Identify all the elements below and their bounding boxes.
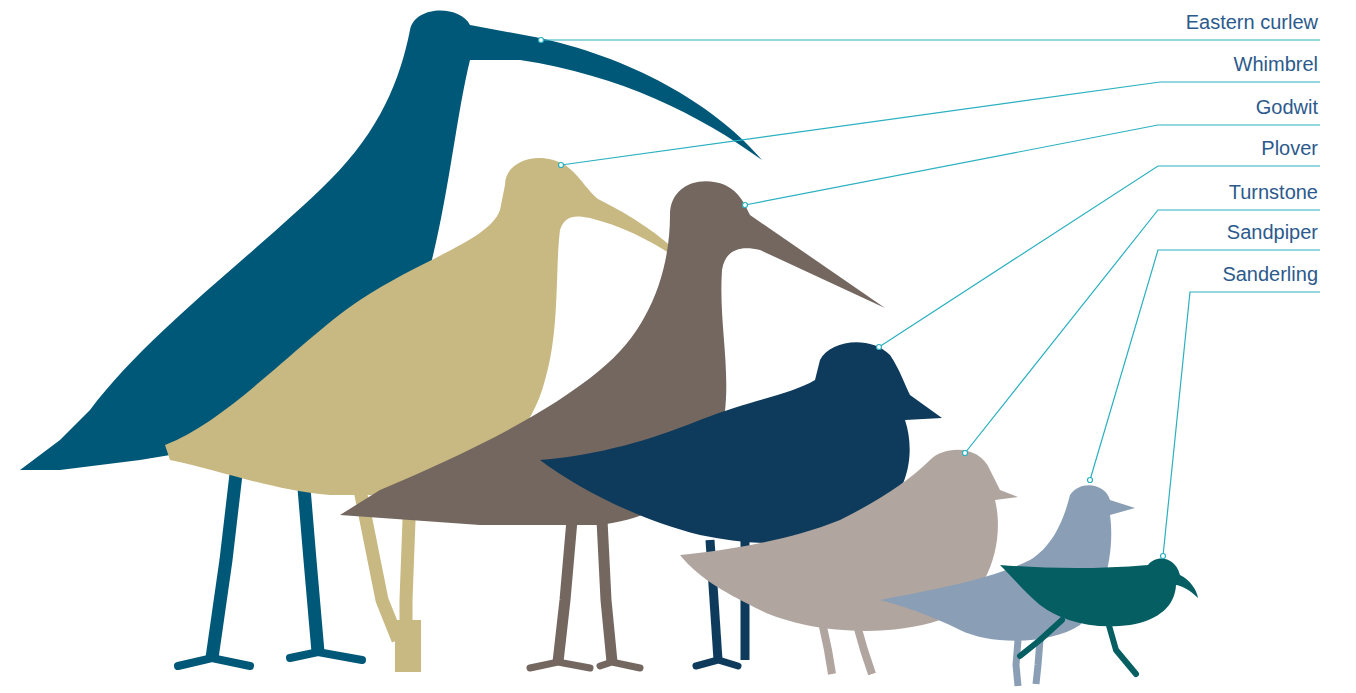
godwit-leg bbox=[558, 520, 572, 662]
leader-line bbox=[541, 39, 1320, 40]
sanderling-leg bbox=[1108, 622, 1136, 674]
bird-label: Whimbrel bbox=[1234, 52, 1318, 76]
turnstone-leg bbox=[822, 622, 832, 674]
leader-line bbox=[745, 125, 1320, 205]
leader-dot bbox=[1161, 554, 1166, 559]
leader-dot bbox=[1088, 478, 1093, 483]
sanderling-leg bbox=[1020, 620, 1062, 656]
leader-line bbox=[561, 82, 1320, 165]
godwit-foot bbox=[600, 662, 640, 668]
leader-line bbox=[879, 166, 1320, 347]
plover-foot bbox=[696, 660, 738, 666]
leader-line bbox=[1163, 292, 1320, 556]
godwit-leg bbox=[602, 520, 612, 662]
bird-label: Eastern curlew bbox=[1186, 10, 1318, 34]
leader-dot bbox=[539, 38, 544, 43]
sandpiper-leg bbox=[1016, 640, 1018, 686]
godwit-foot bbox=[530, 662, 590, 668]
bird-label: Sanderling bbox=[1222, 262, 1318, 286]
turnstone-leg bbox=[856, 622, 872, 674]
leader-lines bbox=[541, 40, 1320, 556]
bird-label: Plover bbox=[1261, 136, 1318, 160]
leader-dot bbox=[963, 451, 968, 456]
sandpiper-leg bbox=[1036, 640, 1040, 684]
leader-line bbox=[1090, 250, 1320, 480]
sanderling-body bbox=[1000, 558, 1198, 626]
turnstone-silhouette bbox=[680, 450, 1018, 674]
curlew-foot bbox=[178, 658, 250, 666]
whimbrel-foot bbox=[395, 620, 421, 672]
leader-line bbox=[965, 210, 1320, 453]
curlew-foot bbox=[290, 652, 362, 660]
leader-dots bbox=[539, 38, 1166, 559]
leader-dot bbox=[559, 163, 564, 168]
sanderling-silhouette bbox=[1000, 558, 1198, 674]
leader-dot bbox=[877, 345, 882, 350]
leader-dot bbox=[743, 203, 748, 208]
bird-label: Turnstone bbox=[1229, 180, 1318, 204]
bird-label: Sandpiper bbox=[1227, 220, 1318, 244]
bird-label: Godwit bbox=[1256, 95, 1318, 119]
